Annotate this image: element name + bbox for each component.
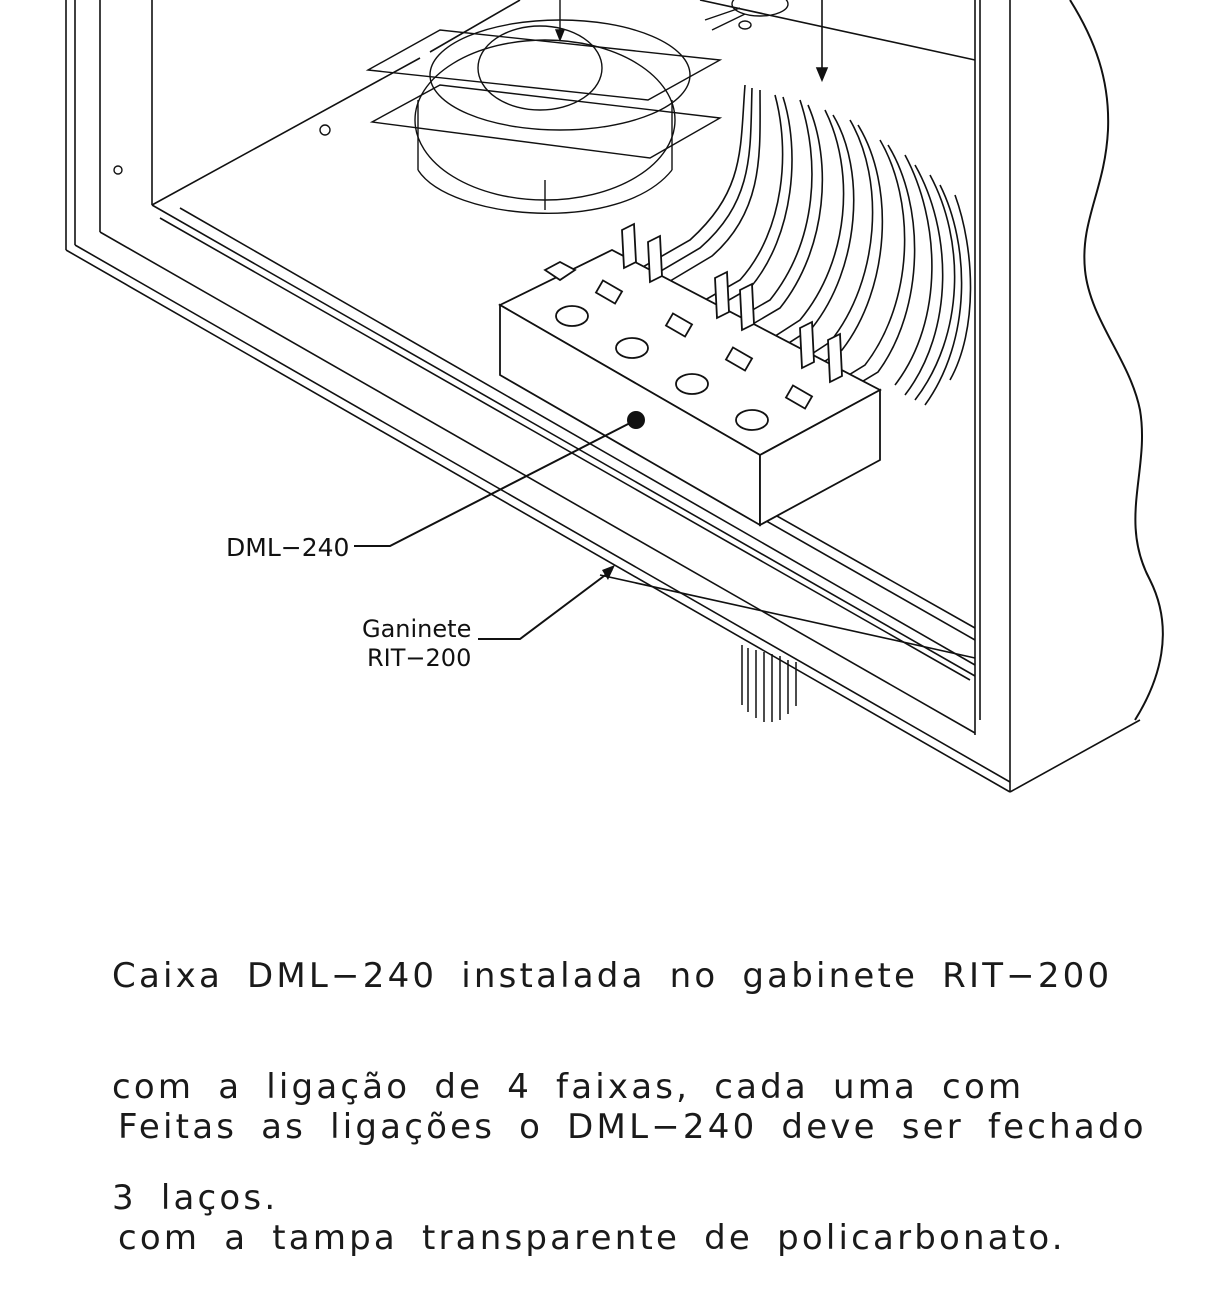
caption-installation-line1: Caixa DML−240 instalada no gabinete RIT−… — [112, 956, 1113, 996]
caption-closing: Feitas as ligações o DML−240 deve ser fe… — [118, 1035, 1147, 1294]
caption-installation-line2: com a ligação de 4 faixas, cada uma com — [112, 1067, 1025, 1107]
cable-arrow — [815, 0, 829, 83]
cable-bundles — [619, 84, 972, 413]
leader-arrowhead — [602, 565, 615, 580]
caption-closing-line2: com a tampa transparente de policarbonat… — [118, 1218, 1066, 1258]
callout-cabinet-line1: Ganinete — [362, 615, 471, 643]
caption-installation: Caixa DML−240 instalada no gabinete RIT−… — [112, 884, 1112, 1254]
leader-lines — [354, 421, 633, 640]
callout-cabinet-line2: RIT−200 — [367, 644, 471, 672]
callout-dml-240: DML−240 — [226, 533, 349, 562]
cables-exit — [741, 645, 797, 722]
caption-closing-line1: Feitas as ligações o DML−240 deve ser fe… — [118, 1107, 1147, 1147]
break-line — [1069, 0, 1164, 721]
fan-assembly — [113, 0, 789, 214]
dml-240-box — [498, 222, 882, 527]
technical-drawing: DML−240 Ganinete RIT−200 — [65, 0, 1164, 793]
status-indicator-dot — [627, 411, 645, 429]
